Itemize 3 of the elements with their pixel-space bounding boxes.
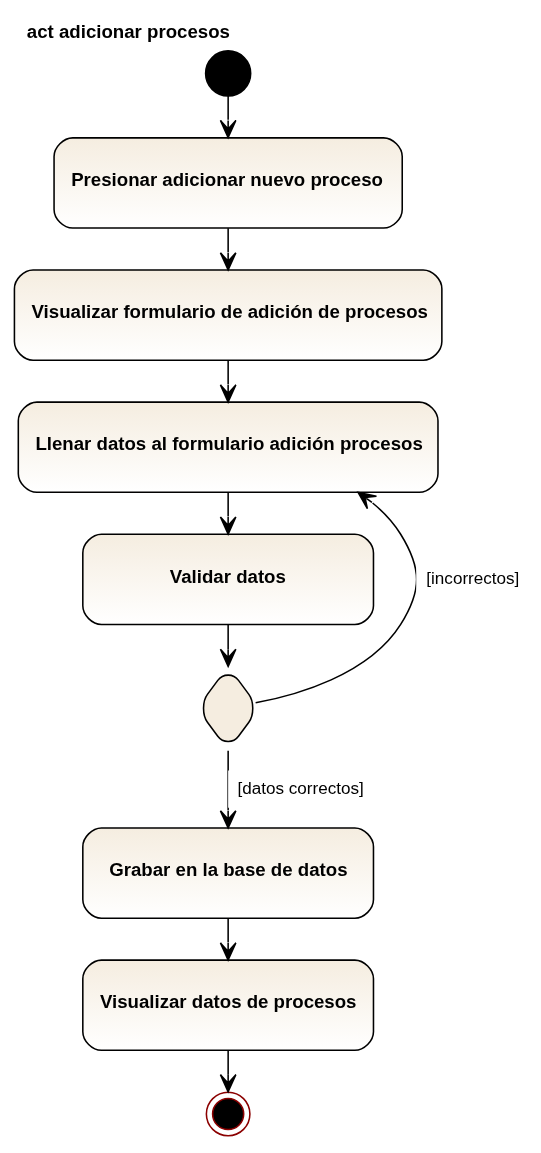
edge-label: [incorrectos] <box>426 568 520 588</box>
edge-label: [datos correctos] <box>237 778 364 798</box>
diagram-title: act adicionar procesos <box>26 20 230 42</box>
